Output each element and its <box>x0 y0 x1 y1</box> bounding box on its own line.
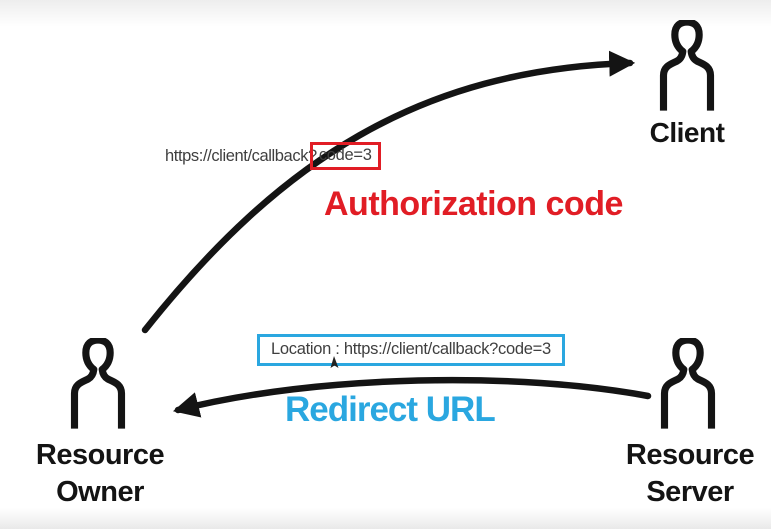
resource-server-label-line2: Server <box>646 476 734 508</box>
client-label: Client <box>649 117 725 148</box>
callback-url-row: https://client/callback? code=3 <box>165 142 381 170</box>
redirect-url-label: Redirect URL <box>285 390 496 429</box>
resource-server-person-icon <box>646 338 730 432</box>
arrow-server-to-owner <box>172 376 652 418</box>
location-header-box: Location : https://client/callback?code=… <box>257 334 565 366</box>
resource-server-label: Resource Server <box>600 437 771 511</box>
resource-owner-label: Resource Owner <box>10 437 190 511</box>
resource-owner-label-line1: Resource <box>35 439 165 471</box>
mouse-cursor-icon <box>330 356 339 368</box>
callback-url-text: https://client/callback? <box>165 146 317 165</box>
resource-owner-label-line2: Owner <box>56 476 144 508</box>
resource-server-label-line1: Resource <box>625 439 755 471</box>
resource-owner-person-icon <box>56 338 140 432</box>
code-param-highlight-box: code=3 <box>309 142 381 170</box>
arrow-owner-to-client <box>141 50 636 334</box>
authorization-code-label: Authorization code <box>324 185 623 223</box>
client-person-icon <box>645 20 729 114</box>
